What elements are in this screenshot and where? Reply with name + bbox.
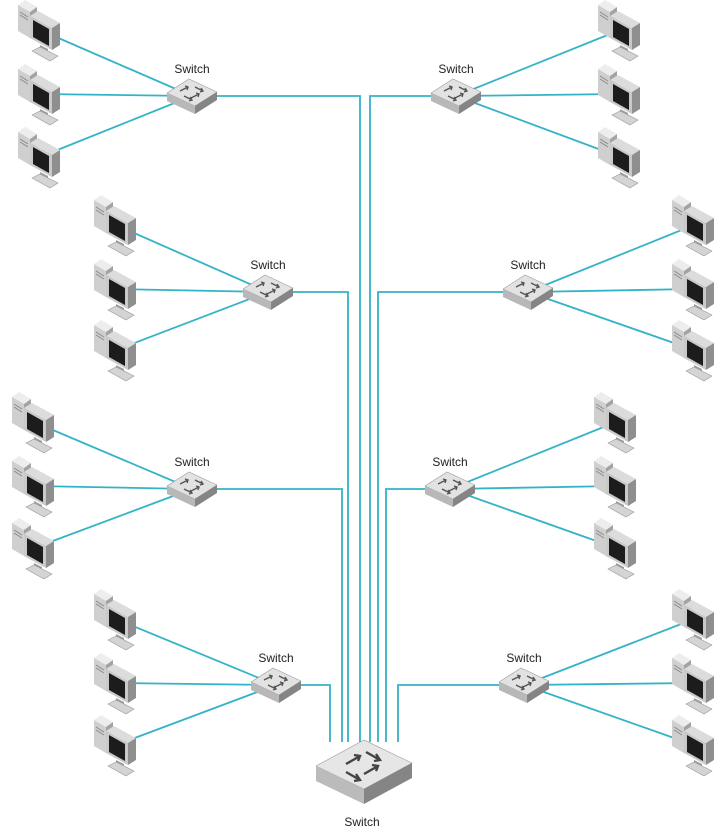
- desktop-computer-icon: [671, 652, 715, 715]
- desktop-computer-icon: [93, 194, 137, 257]
- switch-label: Switch: [258, 651, 293, 665]
- switch-label: Switch: [432, 455, 467, 469]
- switch-icon: [424, 471, 476, 508]
- switch-icon: [498, 667, 550, 704]
- core-switch-label: Switch: [344, 815, 379, 829]
- uplink-line: [377, 291, 528, 742]
- desktop-computer-icon: [671, 194, 715, 257]
- desktop-computer-icon: [93, 652, 137, 715]
- desktop-computer-icon: [593, 391, 637, 454]
- desktop-computer-icon: [593, 455, 637, 518]
- switch-label: Switch: [506, 651, 541, 665]
- uplink-line: [268, 291, 349, 742]
- uplink-line: [397, 684, 524, 742]
- desktop-computer-icon: [597, 63, 641, 126]
- desktop-computer-icon: [671, 714, 715, 777]
- computer-link-line: [115, 224, 269, 293]
- desktop-computer-icon: [11, 517, 55, 580]
- switch-label: Switch: [438, 62, 473, 76]
- desktop-computer-icon: [671, 258, 715, 321]
- computer-link-line: [39, 29, 193, 97]
- switch-icon: [502, 274, 554, 311]
- computer-link-line: [455, 29, 621, 97]
- desktop-computer-icon: [11, 391, 55, 454]
- computer-link-line: [527, 224, 695, 293]
- core-switch-icon: [314, 738, 414, 806]
- uplink-line: [369, 95, 456, 742]
- desktop-computer-icon: [11, 455, 55, 518]
- computer-link-line: [33, 485, 193, 490]
- desktop-computer-icon: [597, 126, 641, 189]
- switch-icon: [242, 274, 294, 311]
- switch-icon: [166, 471, 218, 508]
- computer-link-line: [523, 618, 695, 686]
- uplink-line: [385, 488, 450, 742]
- desktop-computer-icon: [93, 714, 137, 777]
- switch-label: Switch: [174, 455, 209, 469]
- computer-link-line: [115, 618, 277, 686]
- computer-link-line: [449, 488, 617, 549]
- desktop-computer-icon: [17, 0, 61, 62]
- computer-link-line: [455, 95, 621, 158]
- computer-link-line: [523, 684, 695, 746]
- computer-link-line: [449, 421, 617, 490]
- desktop-computer-icon: [93, 258, 137, 321]
- desktop-computer-icon: [93, 319, 137, 382]
- switch-label: Switch: [174, 62, 209, 76]
- computer-link-line: [39, 95, 193, 158]
- computer-link-line: [39, 93, 193, 97]
- desktop-computer-icon: [17, 126, 61, 189]
- desktop-computer-icon: [17, 63, 61, 126]
- desktop-computer-icon: [593, 517, 637, 580]
- computer-link-line: [523, 682, 695, 686]
- network-links: [33, 29, 695, 746]
- computer-link-line: [455, 93, 621, 97]
- computer-link-line: [33, 488, 193, 549]
- switch-label: Switch: [250, 258, 285, 272]
- switch-icon: [430, 78, 482, 115]
- desktop-computer-icon: [671, 319, 715, 382]
- uplink-line: [192, 488, 343, 742]
- uplink-line: [192, 95, 361, 742]
- switch-icon: [250, 667, 302, 704]
- computer-link-line: [115, 682, 277, 686]
- computer-link-line: [449, 485, 617, 490]
- switch-label: Switch: [510, 258, 545, 272]
- computer-link-line: [115, 684, 277, 746]
- computer-link-line: [115, 288, 269, 293]
- computer-link-line: [527, 291, 695, 351]
- switch-icon: [166, 78, 218, 115]
- desktop-computer-icon: [671, 588, 715, 651]
- computer-link-line: [115, 291, 269, 351]
- computer-link-line: [527, 288, 695, 293]
- computer-link-line: [33, 421, 193, 490]
- desktop-computer-icon: [597, 0, 641, 62]
- desktop-computer-icon: [93, 588, 137, 651]
